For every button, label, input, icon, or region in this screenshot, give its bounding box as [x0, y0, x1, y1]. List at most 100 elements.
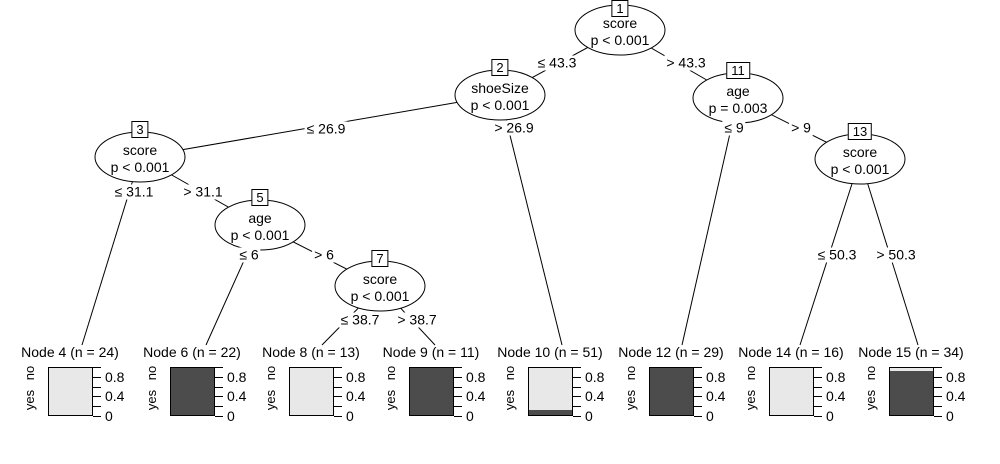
- terminal-bar-t8: [289, 367, 334, 416]
- axis-tick-label-t10-0.4: 0.4: [585, 388, 605, 404]
- axis-tick-t12-0.8: [694, 377, 702, 378]
- split-variable-label-11: age: [726, 83, 750, 99]
- axis-tick-label-t8-0.8: 0.8: [346, 369, 366, 385]
- category-label-yes-t15: yes: [863, 389, 878, 411]
- category-label-no-t10: no: [502, 365, 517, 381]
- axis-tick-t15-0.4: [934, 396, 942, 397]
- terminal-bar-dark-segment-t10: [529, 410, 572, 415]
- axis-tick-t6-0.6: [215, 387, 223, 388]
- node-id-badge-7: 7: [371, 249, 389, 267]
- edge-label-5-t6: ≤ 6: [237, 246, 261, 263]
- p-value-label-7: p < 0.001: [350, 288, 410, 304]
- split-variable-label-13: score: [842, 144, 878, 160]
- terminal-node-title-t14: Node 14 (n = 16): [738, 344, 844, 360]
- axis-tick-t9-0.2: [454, 406, 462, 407]
- terminal-bar-dark-segment-t15: [890, 371, 933, 415]
- category-label-yes-t14: yes: [743, 389, 758, 411]
- terminal-bar-t14: [769, 367, 814, 416]
- axis-tick-t6-0.4: [215, 396, 223, 397]
- axis-tick-t15-0.2: [934, 406, 942, 407]
- axis-tick-label-t15-0.8: 0.8: [946, 369, 966, 385]
- node-id-badge-3: 3: [131, 120, 149, 138]
- axis-tick-t8-0.6: [334, 387, 342, 388]
- axis-tick-t15-0.8: [934, 377, 942, 378]
- p-value-label-13: p < 0.001: [830, 161, 890, 177]
- node-id-badge-2: 2: [491, 58, 509, 76]
- terminal-bar-t9: [409, 367, 454, 416]
- axis-tick-label-t12-0.8: 0.8: [706, 369, 726, 385]
- axis-tick-label-t6-0.4: 0.4: [227, 388, 247, 404]
- terminal-node-title-t9: Node 9 (n = 11): [382, 344, 480, 360]
- p-value-label-11: p = 0.003: [708, 100, 768, 116]
- edge-label-11-13: > 9: [789, 119, 813, 136]
- terminal-node-title-t8: Node 8 (n = 13): [262, 344, 360, 360]
- p-value-label-1: p < 0.001: [590, 32, 650, 48]
- edge-label-2-t10: > 26.9: [492, 119, 536, 136]
- terminal-bar-dark-segment-t9: [410, 368, 453, 415]
- axis-tick-t8-0.4: [334, 396, 342, 397]
- axis-tick-t4-0: [93, 416, 101, 417]
- p-value-label-5: p < 0.001: [230, 227, 290, 243]
- category-label-yes-t8: yes: [263, 389, 278, 411]
- axis-tick-t8-1: [334, 367, 342, 368]
- axis-tick-t14-0.6: [814, 387, 822, 388]
- edge-label-13-t15: > 50.3: [874, 246, 918, 263]
- edge-label-3-t4: ≤ 31.1: [112, 183, 156, 200]
- split-variable-label-1: score: [602, 15, 638, 31]
- edge-line-2-t10: [499, 94, 563, 346]
- axis-tick-t8-0.2: [334, 406, 342, 407]
- axis-tick-label-t6-0: 0: [227, 408, 235, 424]
- category-label-yes-t6: yes: [144, 389, 159, 411]
- axis-tick-label-t6-0.8: 0.8: [227, 369, 247, 385]
- split-variable-label-3: score: [122, 142, 158, 158]
- axis-tick-t12-0.2: [694, 406, 702, 407]
- axis-tick-label-t15-0: 0: [946, 408, 954, 424]
- category-label-no-t6: no: [144, 365, 159, 381]
- split-variable-label-2: shoeSize: [471, 80, 529, 96]
- terminal-node-title-t6: Node 6 (n = 22): [143, 344, 241, 360]
- axis-tick-label-t9-0.4: 0.4: [466, 388, 486, 404]
- node-id-badge-1: 1: [611, 0, 629, 17]
- category-label-yes-t12: yes: [623, 389, 638, 411]
- axis-tick-t14-0.2: [814, 406, 822, 407]
- terminal-node-title-t12: Node 12 (n = 29): [618, 344, 724, 360]
- category-label-no-t12: no: [623, 365, 638, 381]
- axis-tick-t4-0.6: [93, 387, 101, 388]
- axis-tick-t14-0: [814, 416, 822, 417]
- category-label-yes-t10: yes: [502, 389, 517, 411]
- category-label-yes-t9: yes: [383, 389, 398, 411]
- axis-tick-label-t12-0: 0: [706, 408, 714, 424]
- axis-tick-t10-1: [573, 367, 581, 368]
- axis-tick-t9-1: [454, 367, 462, 368]
- axis-tick-t6-0.8: [215, 377, 223, 378]
- terminal-bar-t4: [48, 367, 93, 416]
- split-variable-label-5: age: [248, 210, 272, 226]
- axis-tick-t9-0.6: [454, 387, 462, 388]
- edge-label-7-t8: ≤ 38.7: [338, 311, 382, 328]
- terminal-bar-t10: [528, 367, 573, 416]
- axis-tick-t9-0.4: [454, 396, 462, 397]
- edge-label-7-t9: > 38.7: [395, 311, 439, 328]
- axis-tick-t10-0.8: [573, 377, 581, 378]
- axis-tick-label-t4-0: 0: [105, 408, 113, 424]
- terminal-node-title-t10: Node 10 (n = 51): [497, 344, 603, 360]
- node-id-badge-11: 11: [726, 61, 750, 79]
- terminal-node-title-t4: Node 4 (n = 24): [21, 344, 119, 360]
- terminal-bar-t12: [649, 367, 694, 416]
- terminal-bar-t15: [889, 367, 934, 416]
- axis-tick-t15-1: [934, 367, 942, 368]
- axis-tick-t14-0.8: [814, 377, 822, 378]
- category-label-yes-t4: yes: [22, 389, 37, 411]
- axis-tick-t12-0.4: [694, 396, 702, 397]
- edge-label-1-11: > 43.3: [664, 54, 708, 71]
- edge-label-5-7: > 6: [312, 246, 336, 263]
- node-id-badge-5: 5: [251, 188, 269, 206]
- category-label-no-t9: no: [383, 365, 398, 381]
- axis-tick-t4-1: [93, 367, 101, 368]
- axis-tick-label-t9-0: 0: [466, 408, 474, 424]
- axis-tick-t14-0.4: [814, 396, 822, 397]
- axis-tick-t8-0: [334, 416, 342, 417]
- p-value-label-2: p < 0.001: [470, 97, 530, 113]
- axis-tick-t6-0.2: [215, 406, 223, 407]
